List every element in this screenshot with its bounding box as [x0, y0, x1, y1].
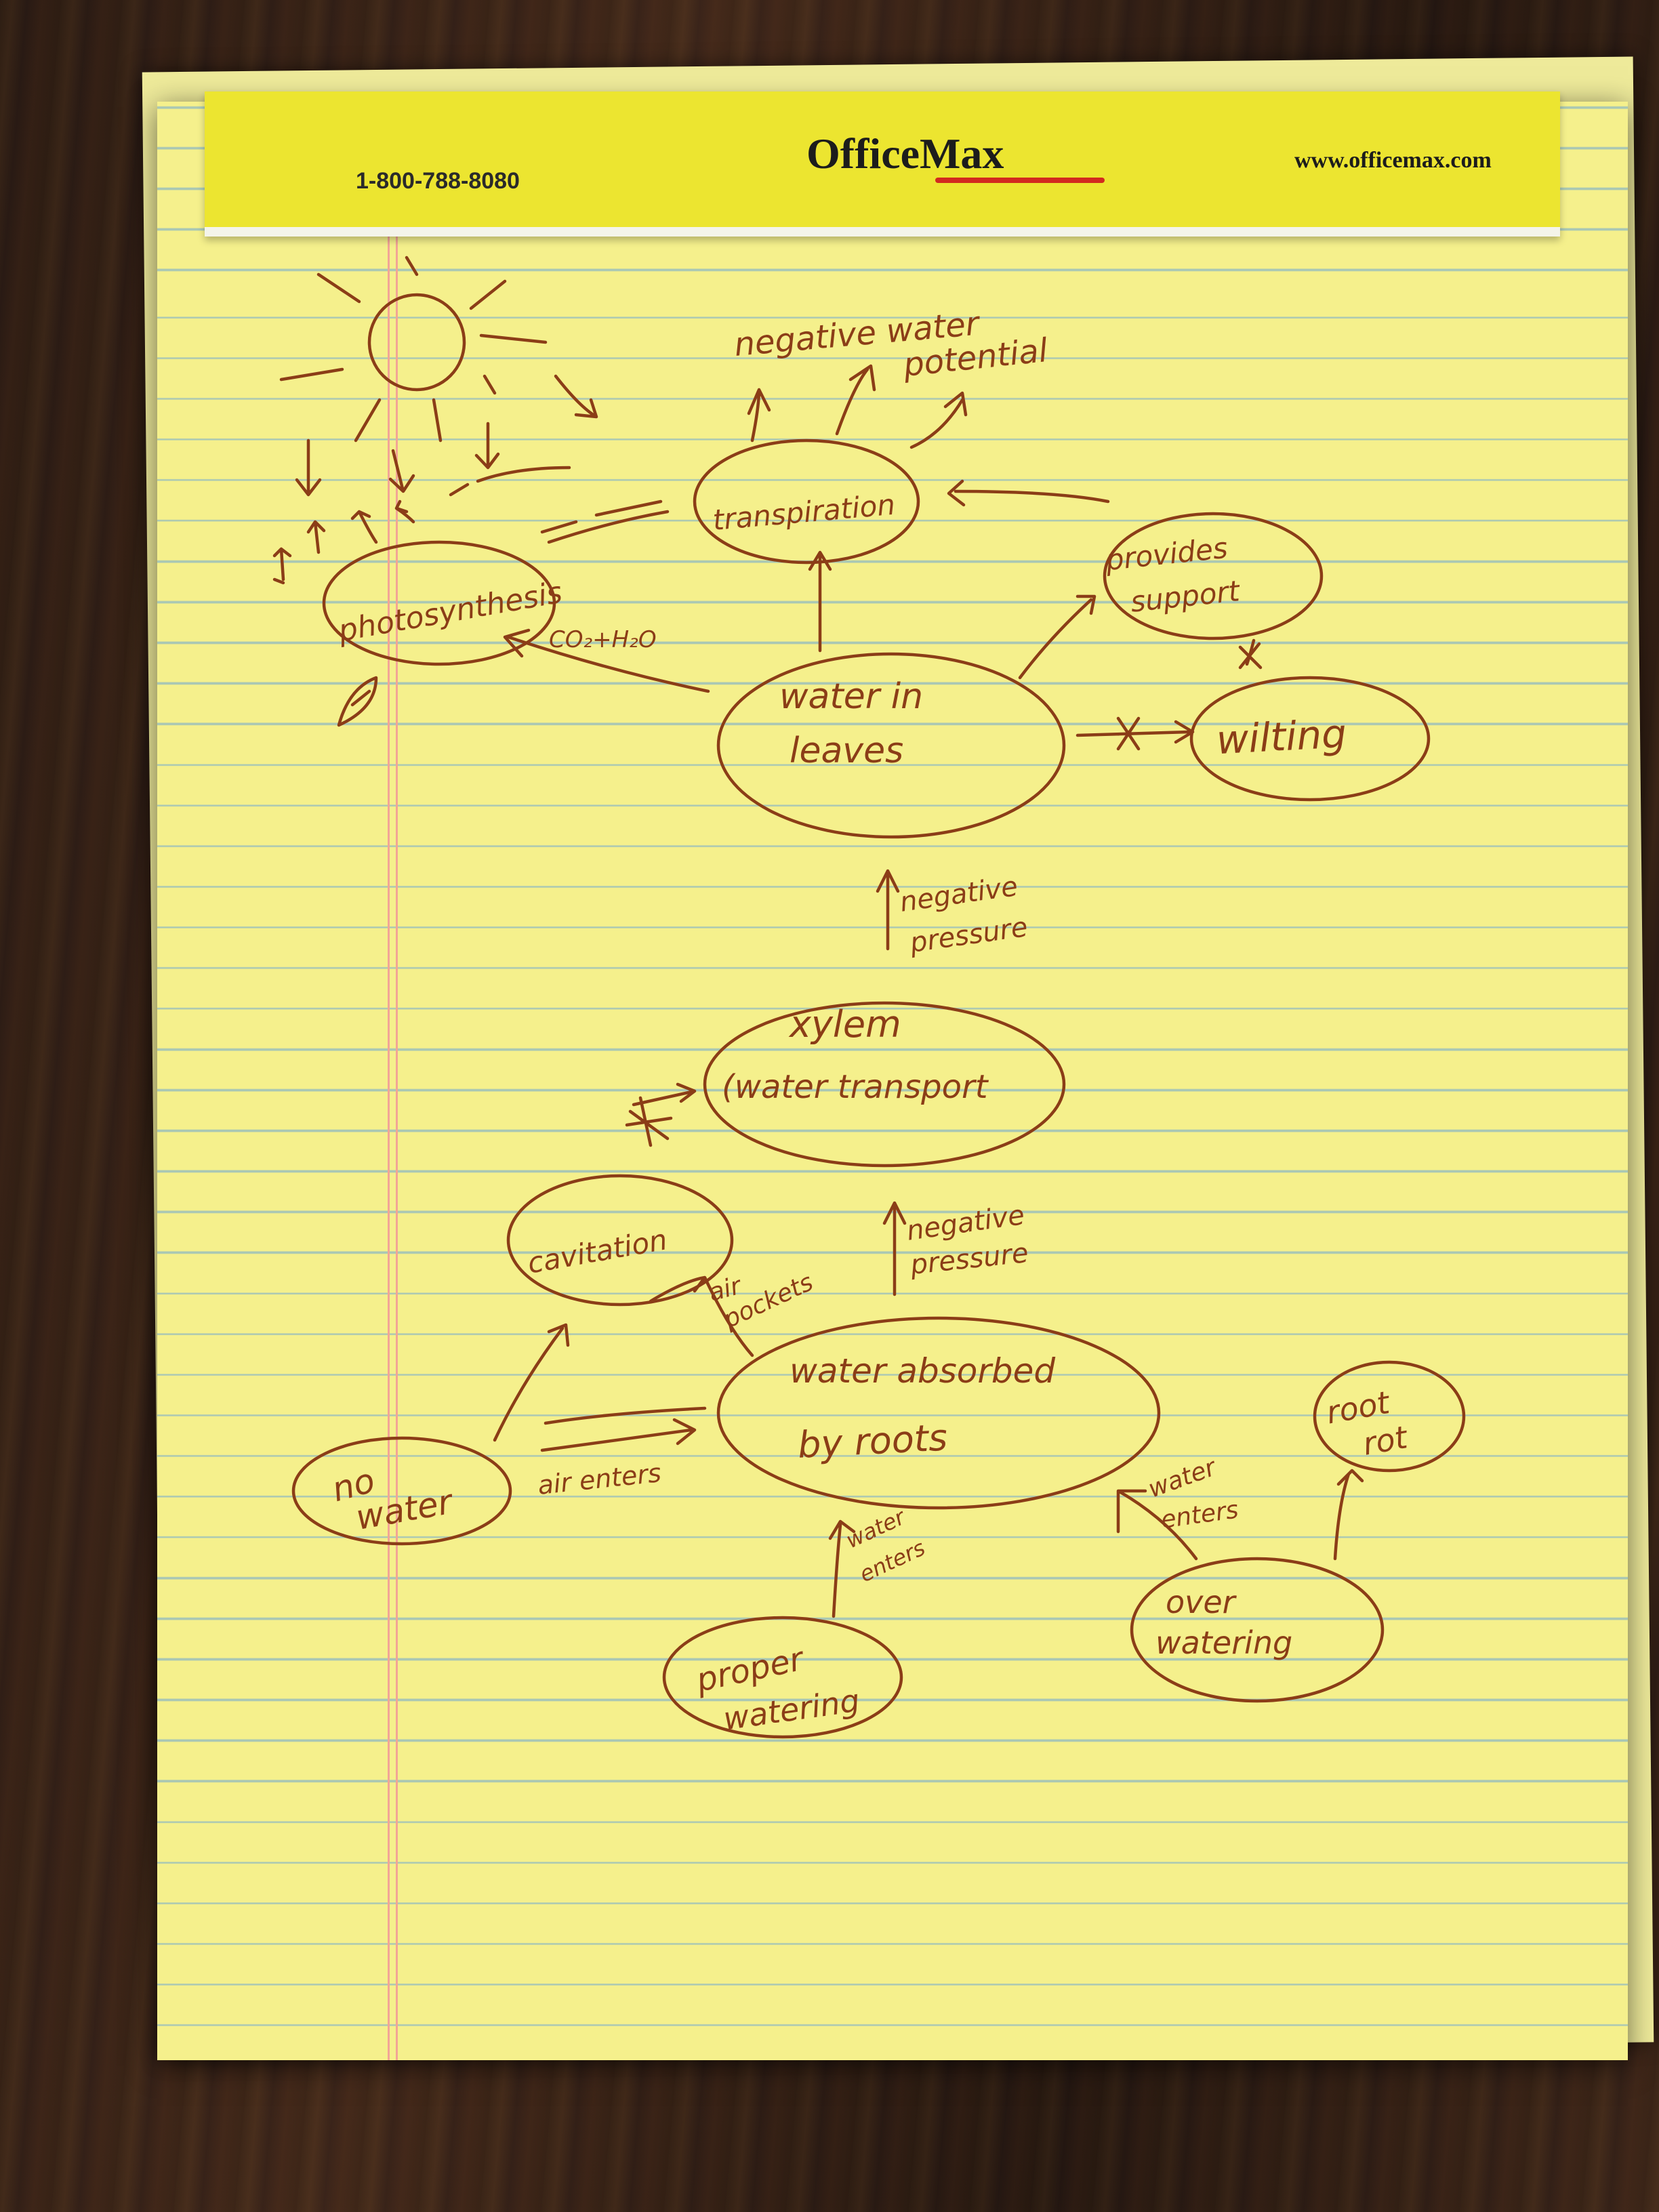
air-enters-label: air enters	[536, 1458, 662, 1500]
watering-label-over: watering	[1155, 1624, 1292, 1661]
over-watering-node	[1130, 1557, 1385, 1703]
pad-header-band	[205, 91, 1560, 237]
water-in-label: water in	[779, 676, 923, 717]
support-label: support	[1129, 574, 1242, 619]
water-transport-label: (water transport	[722, 1068, 989, 1106]
wilting-node	[1189, 676, 1431, 802]
xylem-node	[703, 1001, 1066, 1168]
co2-h2o-label: CO₂+H₂O	[549, 626, 657, 653]
sun-icon	[279, 255, 598, 443]
leaf-icon	[337, 676, 378, 727]
enters-label-over: enters	[1160, 1496, 1240, 1534]
legal-pad	[157, 102, 1628, 2060]
margin-line-left	[388, 102, 390, 2060]
negative-label-top: negative	[898, 871, 1020, 918]
water-absorbed-node	[716, 1316, 1161, 1510]
cavitation-label: cavitation	[525, 1223, 670, 1279]
provides-support-node	[1103, 512, 1324, 640]
margin-line-right	[396, 102, 398, 2060]
connectors	[493, 364, 1364, 1618]
by-roots-label: by roots	[797, 1416, 949, 1466]
rot-label: rot	[1360, 1418, 1411, 1462]
over-label: over	[1166, 1584, 1237, 1620]
leaves-label: leaves	[790, 731, 903, 771]
brand-swoosh	[935, 178, 1105, 183]
pressure-label-top: pressure	[907, 912, 1029, 959]
light-arrows	[272, 422, 571, 585]
water-label-over-enters: water	[1145, 1453, 1221, 1503]
water-in-leaves-node	[716, 652, 1066, 839]
no-water-node	[291, 1436, 512, 1546]
provides-label: provides	[1103, 531, 1229, 577]
photosynthesis-node	[322, 540, 556, 666]
website-url: www.officemax.com	[1294, 148, 1492, 173]
transpiration-node	[693, 438, 920, 565]
brand-logo: OfficeMax	[806, 129, 1004, 178]
cavitation-node	[506, 1174, 734, 1307]
wilting-label: wilting	[1215, 710, 1347, 763]
phone-number: 1-800-788-8080	[356, 168, 520, 194]
water-absorbed-label: water absorbed	[790, 1351, 1055, 1391]
root-rot-node	[1313, 1360, 1466, 1473]
transpiration-label: transpiration	[712, 488, 897, 537]
xylem-label: xylem	[788, 1003, 901, 1046]
photosynthesis-label: photosynthesis	[335, 575, 565, 649]
proper-watering-node	[662, 1616, 903, 1739]
